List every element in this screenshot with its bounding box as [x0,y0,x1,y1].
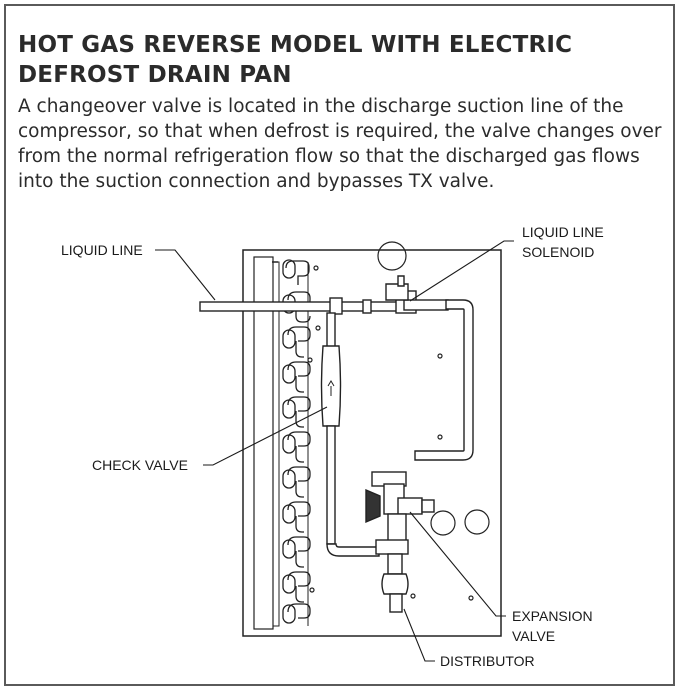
solenoid-fitting [385,275,409,301]
label-expansion-valve-1: EXPANSION [512,608,593,624]
coil-loops [282,259,296,624]
unit-housing [242,249,502,637]
description-text: A changeover valve is located in the dis… [18,96,662,192]
leader-lines [155,240,514,662]
label-distributor: DISTRIBUTOR [440,653,535,669]
label-solenoid-line-2: SOLENOID [522,244,594,260]
label-liquid-line: LIQUID LINE [61,242,143,258]
figure-frame [4,4,675,686]
label-expansion-valve-2: VALVE [512,628,555,644]
mounting-holes [307,241,490,601]
label-solenoid-line-1: LIQUID LINE [522,224,604,240]
coil-return-bends [285,260,310,285]
page-title: HOT GAS REVERSE MODEL WITH ELECTRIC DEFR… [18,32,573,88]
liquid-line-pipe [199,290,474,461]
coil-bends [287,291,311,619]
label-check-valve: CHECK VALVE [92,457,188,473]
expansion-valve-body [365,471,435,613]
